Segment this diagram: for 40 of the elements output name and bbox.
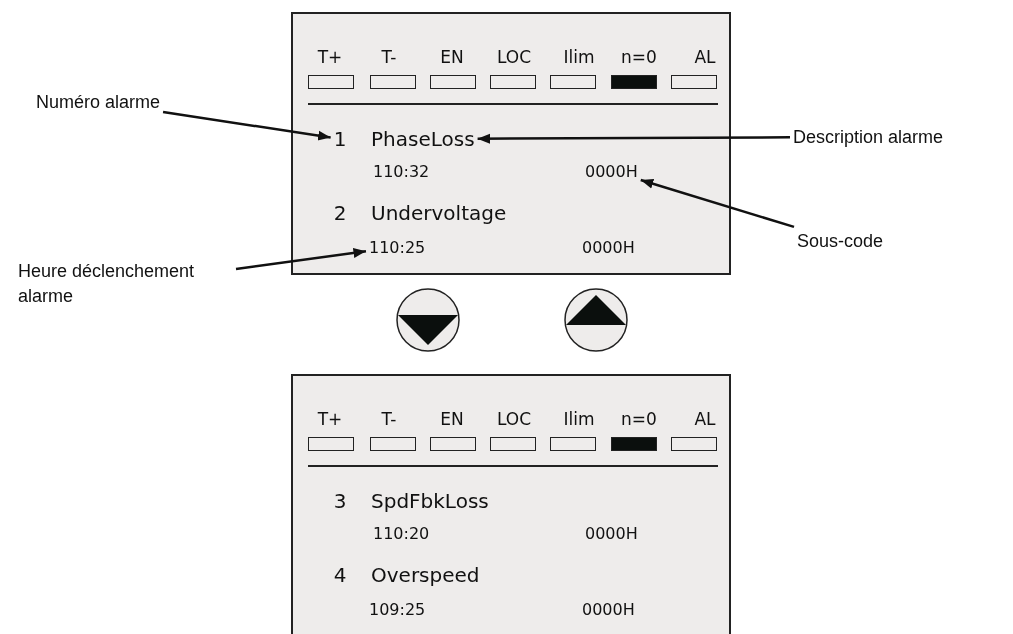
alarm-time: 109:25: [369, 599, 426, 619]
alarm-time: 110:20: [373, 523, 430, 543]
annotation-text: Numéro alarme: [36, 89, 161, 115]
alarm-time: 110:25: [369, 237, 426, 257]
annotation-text: Description alarme: [793, 124, 944, 150]
indicator-label: AL: [694, 47, 716, 67]
alarm-number: 3: [333, 489, 347, 513]
leader-line: [162, 110, 331, 141]
indicator-label: EN: [440, 409, 464, 429]
alarm-name: Undervoltage: [371, 201, 507, 225]
indicator-label: Ilim: [563, 47, 595, 67]
alarm-time: 110:32: [373, 161, 430, 181]
leader-line: [477, 133, 790, 144]
alarm-name: PhaseLoss: [371, 127, 475, 151]
indicator-label: T+: [317, 47, 343, 67]
subcode-value: 0000H: [585, 161, 638, 181]
annotation-text: Heure déclenchement alarme: [18, 259, 233, 309]
indicator-label: LOC: [496, 47, 532, 67]
indicator-label: T-: [381, 409, 397, 429]
leader-line: [235, 248, 367, 271]
alarm-name: SpdFbkLoss: [371, 489, 489, 513]
alarm-number: 1: [333, 127, 347, 151]
subcode-value: 0000H: [585, 523, 638, 543]
indicator-label: T-: [381, 47, 397, 67]
display-screen: [291, 12, 731, 275]
indicator-label: LOC: [496, 409, 532, 429]
indicator-label: T+: [317, 409, 343, 429]
subcode-value: 0000H: [582, 237, 635, 257]
alarm-number: 4: [333, 563, 347, 587]
alarm-name: Overspeed: [371, 563, 480, 587]
indicator-label: EN: [440, 47, 464, 67]
leader-line: [640, 178, 795, 229]
indicator-label: n=0: [621, 409, 657, 429]
subcode-value: 0000H: [582, 599, 635, 619]
indicator-label: AL: [694, 409, 716, 429]
indicator-label: n=0: [621, 47, 657, 67]
annotation-text: Sous-code: [797, 228, 884, 254]
display-screen: [291, 374, 731, 634]
alarm-number: 2: [333, 201, 347, 225]
indicator-label: Ilim: [563, 409, 595, 429]
